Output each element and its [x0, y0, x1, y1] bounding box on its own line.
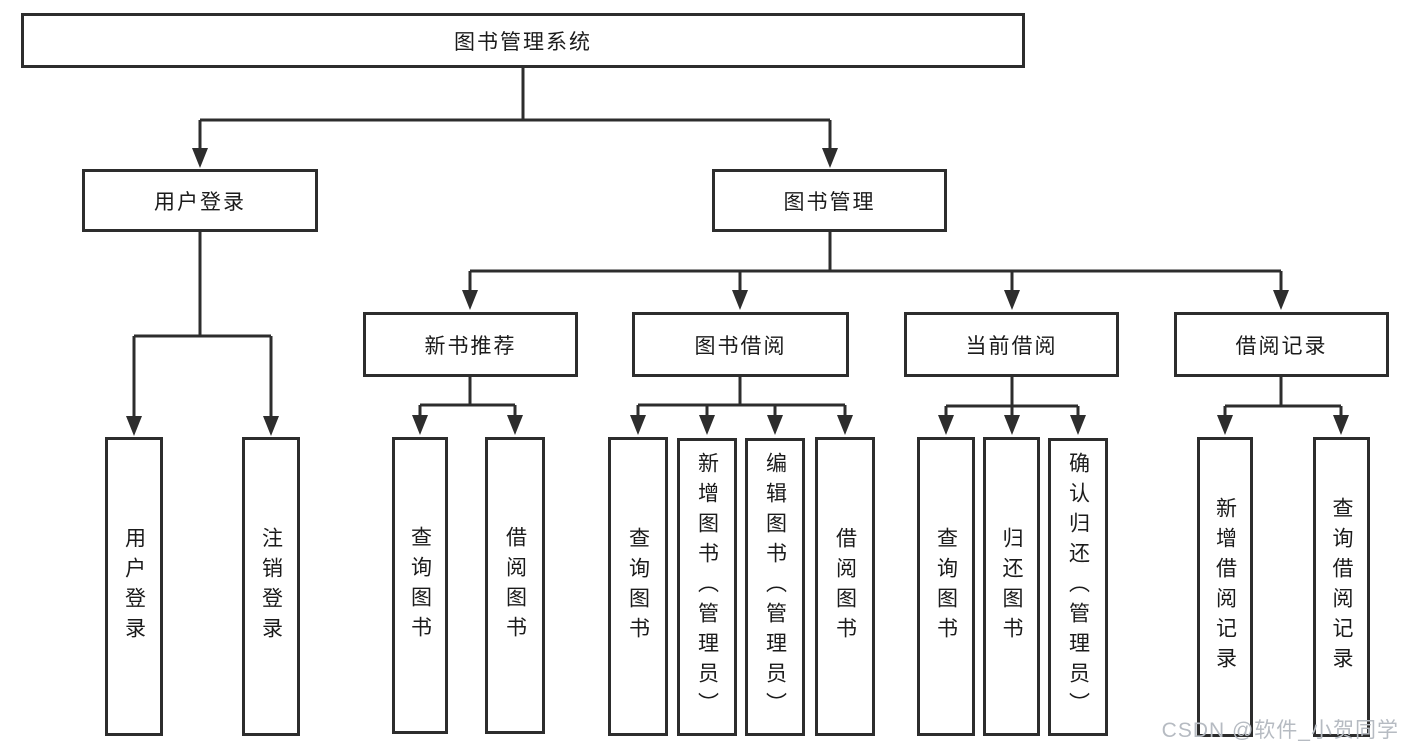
leaf-add-borrow-record: 新增借阅记录 [1197, 437, 1253, 737]
leaf-query-books-borrow-label: 查询图书 [626, 526, 650, 647]
group-current-borrow: 当前借阅 [904, 312, 1119, 377]
group-book-borrow-label: 图书借阅 [694, 334, 787, 358]
leaf-query-borrow-record: 查询借阅记录 [1313, 437, 1370, 737]
leaf-confirm-return-admin: 确认归还（管理员） [1048, 438, 1108, 736]
leaf-edit-book-admin: 编辑图书（管理员） [745, 438, 805, 736]
leaf-logout-label: 注销登录 [259, 526, 283, 647]
branch-user-login-label: 用户登录 [154, 190, 246, 214]
leaf-borrow-books-recommend: 借阅图书 [485, 437, 545, 734]
group-new-book-recommend-label: 新书推荐 [424, 334, 517, 358]
leaf-add-book-admin-label: 新增图书（管理员） [695, 452, 719, 722]
connector-new-book-group [412, 377, 523, 435]
connector-book-borrow-group [630, 377, 853, 435]
leaf-query-books-current: 查询图书 [917, 437, 975, 736]
leaf-borrow-books-borrow-label: 借阅图书 [833, 526, 857, 647]
group-new-book-recommend: 新书推荐 [363, 312, 578, 377]
connector-user-login-to-leaves [126, 232, 279, 436]
leaf-query-books-recommend-label: 查询图书 [408, 525, 432, 646]
group-current-borrow-label: 当前借阅 [965, 334, 1058, 358]
leaf-add-book-admin: 新增图书（管理员） [677, 438, 737, 736]
group-borrow-records: 借阅记录 [1174, 312, 1389, 377]
branch-user-login: 用户登录 [82, 169, 318, 232]
leaf-query-books-current-label: 查询图书 [934, 526, 958, 647]
connector-root-to-branches [192, 68, 838, 168]
watermark: CSDN @软件_小贺同学 [1161, 719, 1399, 742]
leaf-query-books-recommend: 查询图书 [392, 437, 448, 734]
connector-current-borrow-group [938, 377, 1086, 435]
leaf-add-borrow-record-label: 新增借阅记录 [1213, 497, 1237, 677]
group-borrow-records-label: 借阅记录 [1235, 334, 1328, 358]
connector-book-mgmt-to-groups [462, 232, 1289, 310]
leaf-user-login: 用户登录 [105, 437, 163, 736]
leaf-logout: 注销登录 [242, 437, 300, 736]
root-node: 图书管理系统 [21, 13, 1025, 68]
leaf-return-book-label: 归还图书 [1000, 526, 1024, 647]
leaf-borrow-books-borrow: 借阅图书 [815, 437, 875, 736]
leaf-user-login-label: 用户登录 [122, 526, 146, 647]
connector-borrow-records-group [1217, 377, 1349, 435]
leaf-query-borrow-record-label: 查询借阅记录 [1330, 497, 1354, 677]
leaf-edit-book-admin-label: 编辑图书（管理员） [763, 452, 787, 722]
branch-book-management: 图书管理 [712, 169, 947, 232]
group-book-borrow: 图书借阅 [632, 312, 849, 377]
branch-book-management-label: 图书管理 [783, 190, 876, 214]
leaf-return-book: 归还图书 [983, 437, 1040, 736]
leaf-query-books-borrow: 查询图书 [608, 437, 668, 736]
leaf-confirm-return-admin-label: 确认归还（管理员） [1066, 452, 1090, 722]
root-node-label: 图书管理系统 [454, 30, 592, 54]
leaf-borrow-books-recommend-label: 借阅图书 [503, 525, 527, 646]
